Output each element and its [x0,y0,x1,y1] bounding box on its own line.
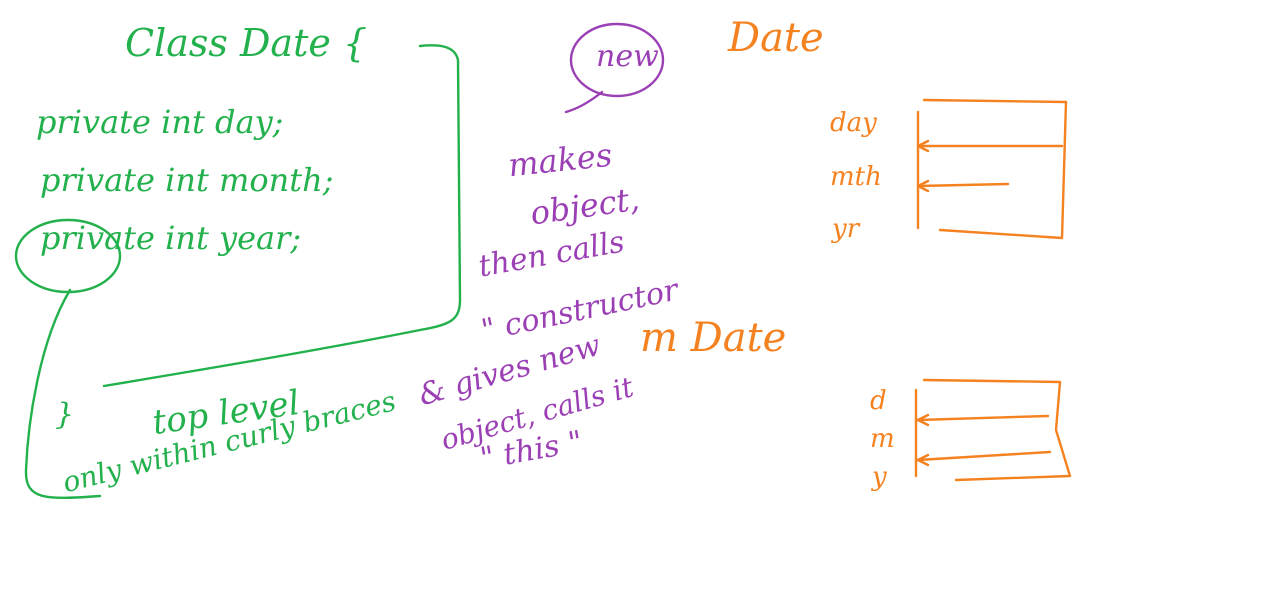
new-keyword-circle [569,22,665,98]
memory-box-1-frame [916,98,1068,240]
class-header-text: Class Date { [125,21,368,65]
memory-box-1-arrows [916,139,930,193]
memory-box-2-frame [914,378,1072,482]
memory-box-2-label-day: d [870,386,887,416]
memory-box-2-label-year: y [872,462,887,492]
class-closing-brace: } [55,397,75,432]
field-year-text: private int year; [40,219,302,257]
private-connector-line [24,288,102,500]
field-day-text: private int day; [36,103,284,141]
new-explanation-line-1: makes [506,135,614,185]
new-pointer-line [564,90,604,114]
new-target-date-text: Date [728,15,824,61]
memory-box-2-label-month: m [870,424,895,454]
new-keyword-text: new [596,39,659,74]
memory-box-2-arrows [916,413,930,467]
second-date-expression: m Date [640,315,787,361]
field-month-text: private int month; [40,161,334,199]
memory-box-1-label-day: day [830,108,877,138]
class-brace-bracket [102,44,462,388]
memory-box-1-label-month: mth [830,162,882,192]
memory-box-1-label-year: yr [832,214,860,244]
